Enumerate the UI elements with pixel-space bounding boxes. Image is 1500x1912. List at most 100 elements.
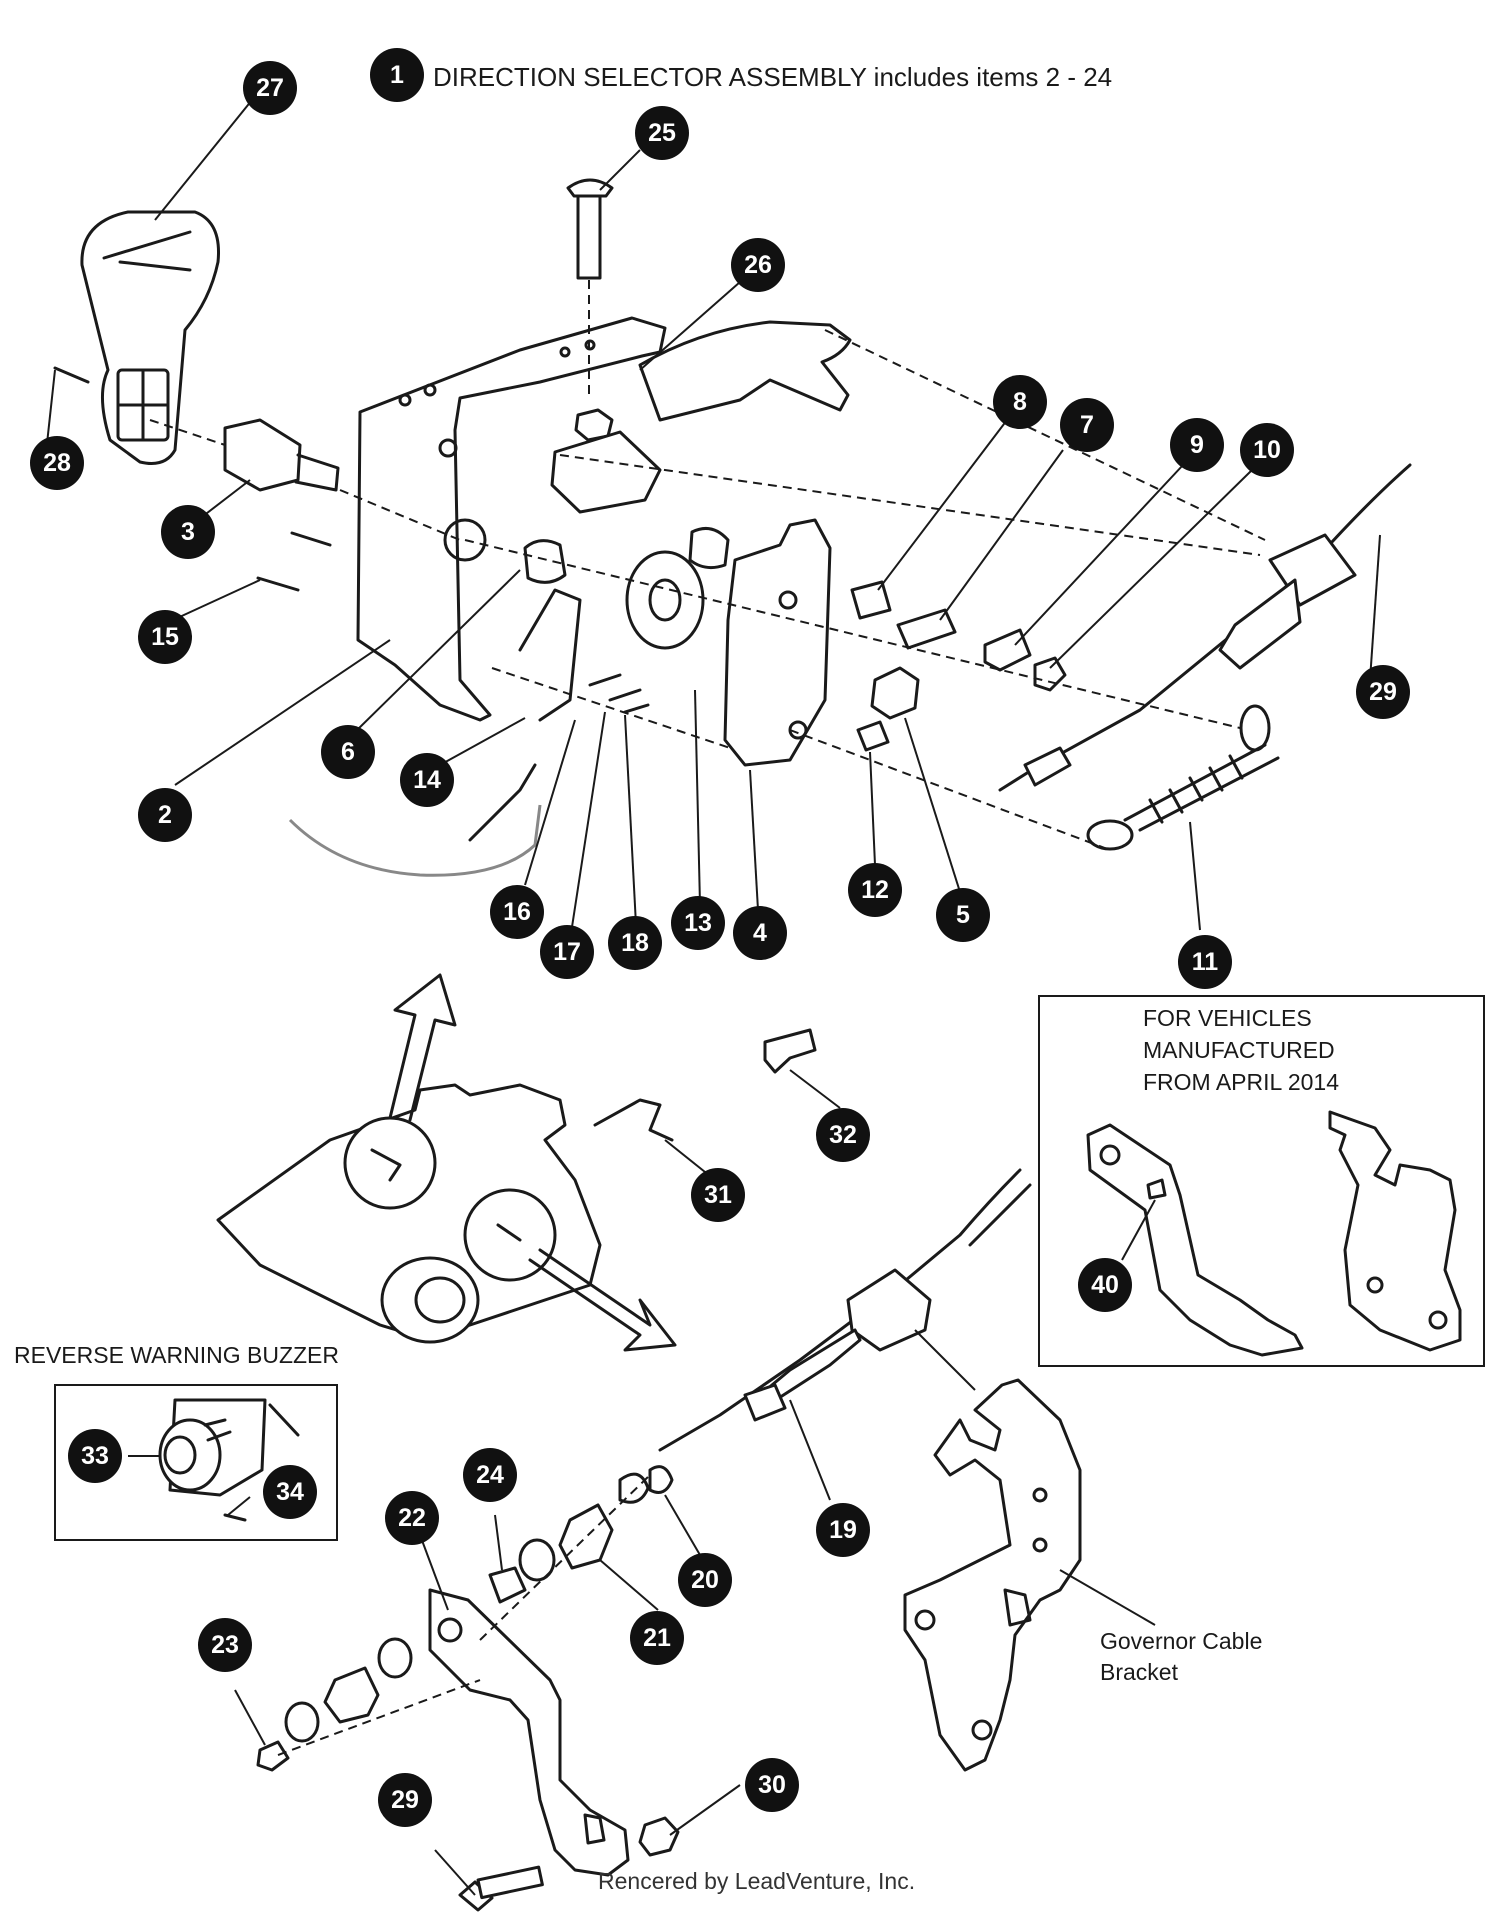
callout-21: 21 [630,1611,684,1665]
leader-lines [44,99,1381,1896]
svg-text:34: 34 [276,1478,304,1506]
callout-19: 19 [816,1503,870,1557]
governor-label-line: Governor Cable [1100,1628,1263,1654]
callout-29-upper: 29 [1356,665,1410,719]
governor-bracket [903,1378,1082,1772]
svg-text:16: 16 [503,898,531,926]
callout-5: 5 [936,888,990,942]
part-31 [593,1098,674,1142]
spring-8 [850,580,892,620]
callout-18: 18 [608,916,662,970]
svg-text:20: 20 [691,1566,719,1594]
svg-text:29: 29 [391,1786,419,1814]
svg-text:11: 11 [1192,948,1219,976]
inset-note-line: MANUFACTURED [1143,1037,1335,1063]
callout-27: 27 [243,61,297,115]
svg-text:18: 18 [621,929,649,957]
callout-28: 28 [30,436,84,490]
selector-arm [428,1588,630,1877]
svg-text:33: 33 [81,1442,109,1470]
vehicle-overview [216,973,677,1352]
svg-text:31: 31 [704,1181,732,1209]
svg-text:4: 4 [753,919,767,947]
callout-6: 6 [321,725,375,779]
svg-text:5: 5 [956,901,970,929]
callout-33: 33 [68,1429,122,1483]
svg-text:19: 19 [829,1516,857,1544]
svg-text:12: 12 [861,876,889,904]
governor-label-line: Bracket [1100,1659,1178,1685]
bolt-12 [856,720,890,752]
svg-text:7: 7 [1080,411,1094,439]
spring-23 [323,1666,380,1724]
callout-14: 14 [400,753,454,807]
bushing-6 [523,539,567,584]
callout-7: 7 [1060,398,1114,452]
svg-text:13: 13 [684,909,712,937]
callout-40: 40 [1078,1258,1132,1312]
svg-text:15: 15 [151,623,179,651]
callout-12: 12 [848,863,902,917]
svg-text:27: 27 [256,74,284,102]
callout-10: 10 [1240,423,1294,477]
callout-20: 20 [678,1553,732,1607]
svg-text:32: 32 [829,1121,857,1149]
buzzer-title: REVERSE WARNING BUZZER [14,1342,340,1368]
clip-20 [648,1465,674,1494]
screw-15 [256,531,332,592]
bushing-3 [223,418,340,492]
render-credit: Rencered by LeadVenture, Inc. [598,1868,916,1894]
shift-cable-lower [658,1168,1032,1452]
callout-34: 34 [263,1465,317,1519]
callout-29-lower: 29 [378,1773,432,1827]
callout-31: 31 [691,1168,745,1222]
svg-text:28: 28 [43,449,71,477]
shift-handle [80,210,221,465]
callout-25: 25 [635,106,689,160]
svg-text:23: 23 [211,1631,239,1659]
callout-16: 16 [490,885,544,939]
svg-text:10: 10 [1253,436,1281,464]
callout-32: 32 [816,1108,870,1162]
svg-text:21: 21 [643,1624,671,1652]
callout-4: 4 [733,906,787,960]
buzzer-box [54,1384,338,1541]
callout-badges: 1 27 25 26 28 3 15 8 7 9 10 29 6 2 14 16… [30,48,1410,1827]
svg-text:29: 29 [1369,678,1397,706]
callout-24: 24 [463,1448,517,1502]
bushing [688,526,730,570]
svg-text:30: 30 [758,1771,786,1799]
part-32 [763,1028,817,1074]
svg-text:6: 6 [341,738,355,766]
selector-plate [723,518,832,767]
switch-14 [518,588,582,722]
nut-30 [638,1816,680,1857]
callout-8: 8 [993,375,1047,429]
svg-text:40: 40 [1091,1271,1119,1299]
inset-note-line: FOR VEHICLES [1143,1005,1312,1031]
svg-text:14: 14 [413,766,441,794]
callout-3: 3 [161,505,215,559]
svg-text:2: 2 [158,801,172,829]
inset-box [1038,995,1485,1367]
nut-5 [870,666,920,720]
callout-23: 23 [198,1618,252,1672]
callout-15: 15 [138,610,192,664]
svg-text:3: 3 [181,518,195,546]
shift-cable-upper [998,463,1412,792]
callout-2: 2 [138,788,192,842]
screw-28 [53,366,90,384]
svg-text:24: 24 [476,1461,504,1489]
callout-17: 17 [540,925,594,979]
main-bracket [356,316,667,722]
callout-1: 1 [370,48,424,102]
svg-text:8: 8 [1013,388,1027,416]
svg-text:9: 9 [1190,431,1204,459]
inset-brackets [1086,1110,1462,1357]
callout-11: 11 [1178,935,1232,989]
governor-bracket-label: Governor Cable Bracket [1100,1626,1262,1688]
svg-text:17: 17 [553,938,581,966]
callout-22: 22 [385,1491,439,1545]
svg-text:26: 26 [744,251,772,279]
